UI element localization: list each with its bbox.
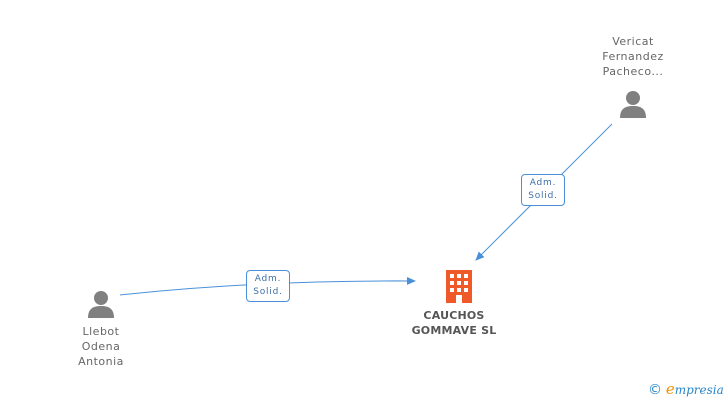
person-icon[interactable] [86, 289, 116, 319]
copyright-icon: © [648, 382, 662, 398]
edge-badge-line: Adm. [254, 274, 282, 284]
person-label-line: Odena [81, 340, 121, 353]
person-label-line: Vericat [612, 35, 654, 48]
person-label-line: Antonia [78, 355, 124, 368]
watermark-e: e [665, 380, 675, 398]
person-label-llebot[interactable]: Llebot Odena Antonia [46, 324, 156, 369]
edge-badge-line: Solid. [528, 191, 558, 201]
person-label-line: Llebot [82, 325, 120, 338]
company-label-line: CAUCHOS [423, 309, 485, 322]
watermark-rest: mpresia [674, 383, 724, 397]
edge-badge-left[interactable]: Adm. Solid. [246, 270, 290, 302]
person-label-line: Fernandez [602, 50, 664, 63]
edge-badge-line: Solid. [253, 287, 283, 297]
empresia-watermark: © empresia [648, 380, 724, 398]
person-label-line: Pacheco... [602, 65, 664, 78]
building-icon[interactable] [443, 268, 475, 304]
edge-badge-top[interactable]: Adm. Solid. [521, 174, 565, 206]
person-label-vericat[interactable]: Vericat Fernandez Pacheco... [578, 34, 688, 79]
company-label-cauchos[interactable]: CAUCHOS GOMMAVE SL [394, 308, 514, 338]
person-icon[interactable] [618, 89, 648, 119]
edge-badge-line: Adm. [529, 178, 557, 188]
company-label-line: GOMMAVE SL [411, 324, 497, 337]
